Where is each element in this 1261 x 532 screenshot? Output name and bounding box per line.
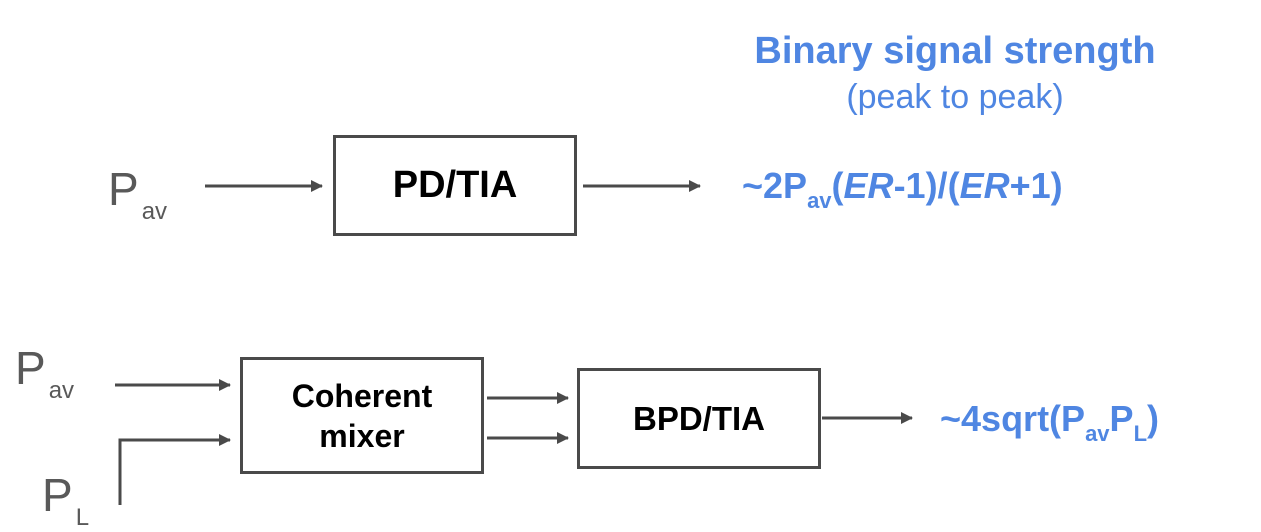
input-pl-sub: L	[75, 504, 90, 531]
formula2-sub2: L	[1133, 421, 1148, 446]
formula1-plus: +1)	[1009, 165, 1063, 206]
formula2-mid: P	[1109, 398, 1134, 439]
formula1-minus: -1)/(	[893, 165, 960, 206]
mixer-label-line1: Coherent	[291, 377, 433, 414]
bpd-tia-output-formula: ~4sqrt(PavPL)	[940, 398, 1159, 447]
formula1-er1: ER	[843, 165, 894, 206]
formula1-er2: ER	[959, 165, 1010, 206]
bpd-tia-block: BPD/TIA	[577, 368, 821, 469]
pd-tia-label: PD/TIA	[392, 164, 518, 206]
formula2-suffix: )	[1147, 398, 1160, 439]
arrow-pl-to-mixer	[118, 434, 231, 505]
formula1-sub: av	[807, 188, 832, 213]
pd-tia-output-formula: ~2Pav(ER-1)/(ER+1)	[742, 165, 1063, 214]
formula1-open: (	[831, 165, 844, 206]
input-pav-top-sub: av	[141, 198, 168, 225]
input-pl-base: P	[42, 469, 73, 521]
input-pav-bottom-sub: av	[48, 377, 75, 404]
mixer-label-line2: mixer	[319, 417, 405, 454]
coherent-mixer-block: Coherent mixer	[240, 357, 484, 474]
diagram-heading: Binary signal strength	[754, 30, 1156, 72]
bpd-tia-label: BPD/TIA	[633, 399, 765, 437]
formula2-sub1: av	[1085, 421, 1110, 446]
input-pav-top-base: P	[108, 163, 139, 215]
formula2-prefix: ~4sqrt(P	[940, 398, 1086, 439]
input-pav-bottom-base: P	[15, 342, 46, 394]
diagram-subheading: (peak to peak)	[846, 78, 1064, 116]
formula1-prefix: ~2P	[742, 165, 808, 206]
pd-tia-block: PD/TIA	[333, 135, 577, 236]
